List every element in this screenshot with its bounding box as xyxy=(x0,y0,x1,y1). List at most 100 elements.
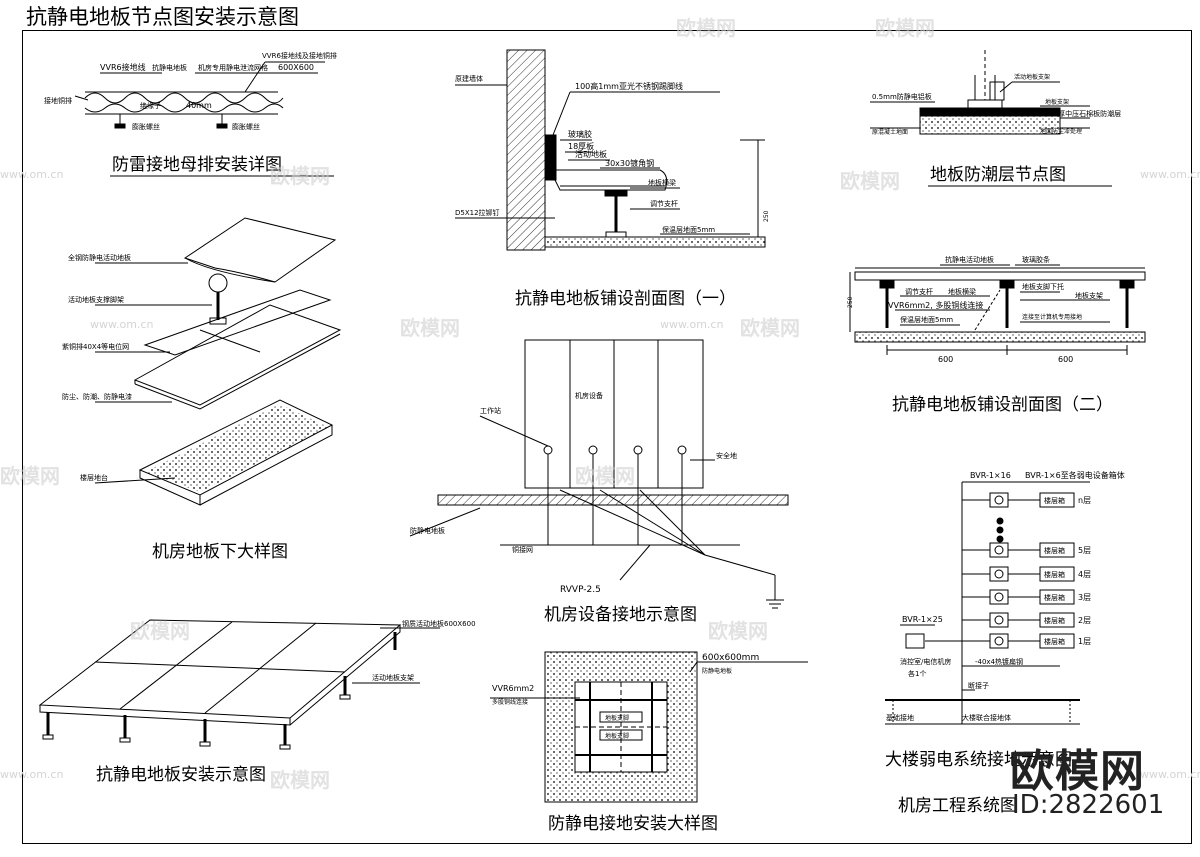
floor-box-label: 楼层箱 xyxy=(1044,593,1065,602)
building-label-5: 各1个 xyxy=(908,669,926,678)
panel-lightning-busbar: VVR6接地线及接地铜排 VVR6接地线 抗静电地板 机房专用静电泄流网格 60… xyxy=(44,51,337,177)
floor-box-label: 楼层箱 xyxy=(1044,496,1065,505)
panel-underfloor: 全钢防静电活动地板 活动地板支撑脚架 紫铜排40X4等电位网 防尘、防潮、防静电… xyxy=(62,217,342,562)
section1-label-3: 玻璃胶 xyxy=(568,129,592,139)
grounding-terminal-icon xyxy=(989,589,1009,605)
moisture-label-5: 原混凝土地面 xyxy=(872,128,908,136)
brand-logo-text: 欧模网 xyxy=(1010,746,1145,797)
section2-label-5: VVR6mm2, 多股铜线连接 xyxy=(888,300,983,310)
building-label-9: 大楼联合接地体 xyxy=(962,713,1011,722)
underfloor-label-1: 全钢防静电活动地板 xyxy=(68,253,131,262)
equipment-label-2: 机房设备 xyxy=(575,391,603,400)
moisture-label-1: 0.5mm防静电铝板 xyxy=(872,92,932,101)
equipment-label-4: 防静电地板 xyxy=(410,526,445,535)
section2-label-10: 600 xyxy=(938,355,953,364)
building-label-2: BVR-1×6至各弱电设备箱体 xyxy=(1025,470,1125,480)
equipment-label-1: 工作站 xyxy=(480,406,501,415)
section1-label-5: 活动地板 xyxy=(575,149,607,159)
section1-label-4: 18厚板 xyxy=(568,141,594,151)
section1-caption: 抗静电地板铺设剖面图（一） xyxy=(515,289,736,309)
section2-label-2: 玻璃胶条 xyxy=(1022,255,1050,264)
install-label-2: 活动地板支架 xyxy=(372,673,414,682)
floor-box-label: 楼层箱 xyxy=(1044,546,1065,555)
building-label-6: -40x4热镀扁钢 xyxy=(975,657,1023,666)
lightning-label-3: 抗静电地板 xyxy=(152,63,187,72)
building-label-4: 消控室/电信机房 xyxy=(900,657,951,666)
floor-row: 楼层箱 1层 xyxy=(989,633,1091,649)
section2-label-3: 调节支杆 xyxy=(905,287,933,296)
terminal-circle-icon xyxy=(994,636,1004,646)
building-caption-2: 机房工程系统图 xyxy=(898,796,1017,816)
panel-moisture: 0.5mm防静电铝板 活动地板支架 地板支架 5mm厚中压石棉板防潮层 原混凝土… xyxy=(870,50,1121,187)
floor-label: 1层 xyxy=(1078,637,1091,646)
lightning-label-6: 接地铜排 xyxy=(44,96,72,105)
panel-grounding: 600x600mm 防静电地板 VVR6mm2 多股铜线连接 地板支脚 地板支脚… xyxy=(490,651,808,834)
section2-label-9: 连接至计算机专用接地 xyxy=(1022,313,1082,321)
grounding-label-1: 600x600mm xyxy=(702,653,759,663)
section2-label-1: 抗静电活动地板 xyxy=(945,255,994,264)
underfloor-label-2: 活动地板支撑脚架 xyxy=(68,295,124,304)
section2-label-4: 地板横梁 xyxy=(948,287,976,296)
moisture-caption: 地板防潮层节点图 xyxy=(930,165,1066,185)
moisture-label-3: 地板支架 xyxy=(1045,98,1069,106)
underfloor-label-3: 紫铜排40X4等电位网 xyxy=(62,342,129,351)
section2-label-7: 地板支架 xyxy=(1075,291,1103,300)
underfloor-label-4: 防尘、防潮、防静电漆 xyxy=(62,392,132,401)
section2-label-6: 地板支脚下托 xyxy=(1022,282,1064,291)
lightning-label-5: 600X600 xyxy=(278,63,314,72)
building-label-7: 断接子 xyxy=(968,681,989,690)
floor-box-label: 楼层箱 xyxy=(1044,637,1065,646)
lightning-label-4: 机房专用静电泄流网格 xyxy=(198,63,268,72)
grounding-terminal-icon xyxy=(989,542,1009,558)
floor-box-label: 楼层箱 xyxy=(1044,570,1065,579)
section2-label-11: 600 xyxy=(1058,355,1073,364)
section1-label-7: 地板横梁 xyxy=(648,178,676,187)
equipment-label-5: 铜接网 xyxy=(512,545,533,554)
underfloor-caption: 机房地板下大样图 xyxy=(152,542,288,562)
section2-label-12: 250 xyxy=(847,296,854,308)
grounding-terminal-icon xyxy=(989,492,1009,508)
lightning-label-7: 绝缘子 xyxy=(140,101,161,110)
floor-row: 楼层箱 3层 xyxy=(989,589,1091,605)
grounding-label-5: 地板支脚 xyxy=(605,714,629,722)
grounding-label-3: VVR6mm2 xyxy=(492,684,534,693)
lightning-label-2: VVR6接地线 xyxy=(100,62,146,72)
terminal-circle-icon xyxy=(994,545,1004,555)
floor-label: 5层 xyxy=(1078,546,1091,555)
panel-building: BVR-1×16 BVR-1×6至各弱电设备箱体 BVR-1×25 消控室/电信… xyxy=(885,470,1125,816)
floor-label: 3层 xyxy=(1078,593,1091,602)
underfloor-label-5: 楼层地台 xyxy=(80,473,108,482)
lightning-label-9: 膨胀螺丝 xyxy=(132,122,160,131)
lightning-label-10: 膨胀螺丝 xyxy=(232,122,260,131)
floor-label: 2层 xyxy=(1078,616,1091,625)
grounding-terminal-icon xyxy=(989,566,1009,582)
section1-label-8: 调节支杆 xyxy=(650,199,678,208)
section2-label-8: 保温层地面5mm xyxy=(900,315,953,324)
building-label-3: BVR-1×25 xyxy=(902,615,943,624)
grounding-label-6: 地板支脚 xyxy=(605,732,629,740)
lightning-caption: 防雷接地母排安装详图 xyxy=(112,155,282,175)
grounding-label-4: 多股铜线连接 xyxy=(492,698,528,706)
building-label-1: BVR-1×16 xyxy=(970,471,1011,480)
equipment-label-6: RVVP-2.5 xyxy=(560,585,601,595)
section2-caption: 抗静电地板铺设剖面图（二） xyxy=(892,395,1113,415)
floor-box xyxy=(1039,566,1075,582)
lightning-label-1: VVR6接地线及接地铜排 xyxy=(262,51,337,60)
sheet-title: 抗静电地板节点图安装示意图 xyxy=(26,5,299,29)
floor-row: 楼层箱 n层 xyxy=(989,492,1091,508)
equipment-label-3: 安全地 xyxy=(716,451,737,460)
terminal-circle-icon xyxy=(994,615,1004,625)
floor-box xyxy=(1039,612,1075,628)
grounding-label-2: 防静电地板 xyxy=(702,667,732,675)
terminal-circle-icon xyxy=(994,495,1004,505)
floor-box xyxy=(1039,633,1075,649)
lightning-label-8: 40mm xyxy=(186,101,212,110)
control-room-terminal-icon xyxy=(905,633,925,649)
floor-label: n层 xyxy=(1078,496,1091,505)
panel-section-2: 抗静电活动地板 玻璃胶条 调节支杆 地板横梁 VVR6mm2, 多股铜线连接 地… xyxy=(847,255,1146,415)
section1-label-10: D5X12拉铆钉 xyxy=(455,208,500,217)
